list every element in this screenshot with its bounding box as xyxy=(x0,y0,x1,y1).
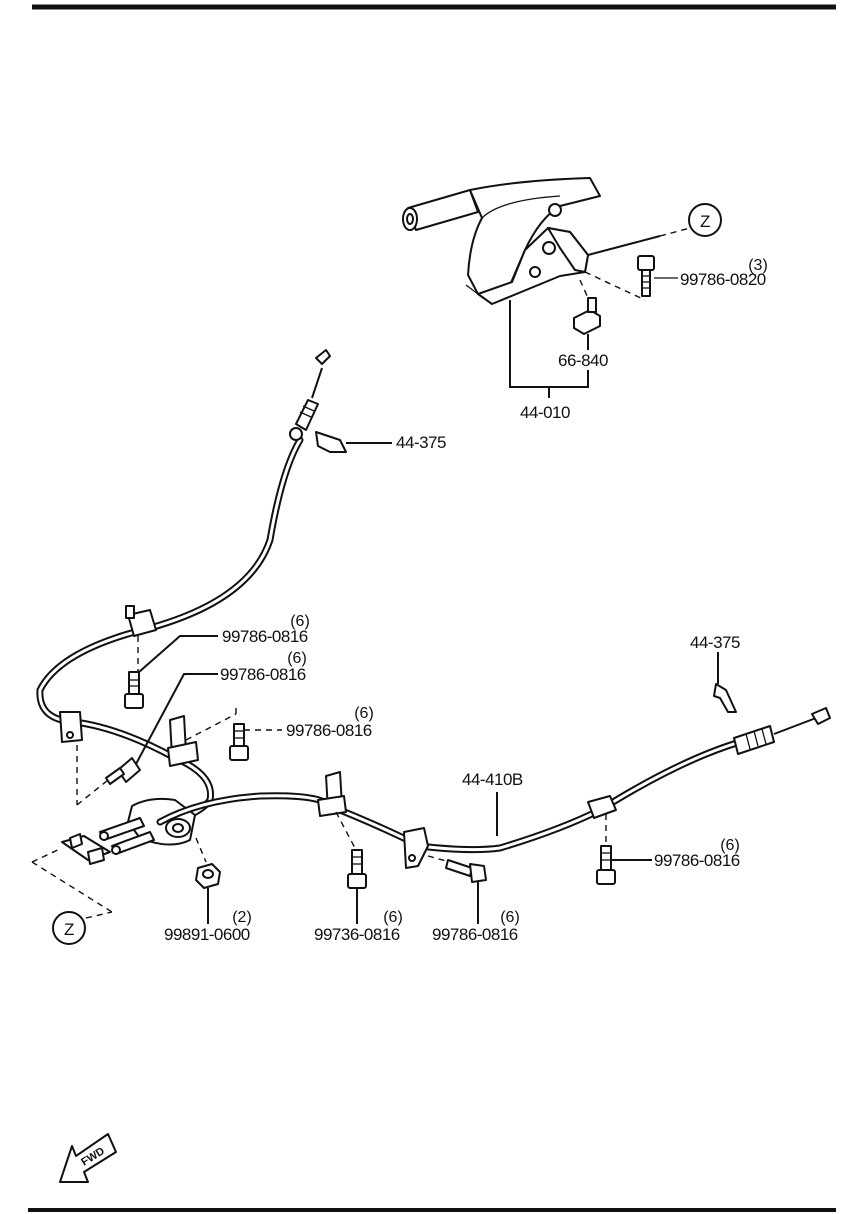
bolt-f xyxy=(596,845,652,885)
bolt-f-qty: (6) xyxy=(720,837,740,854)
lever-bolt-label: 99786-0820 xyxy=(680,270,766,289)
detail-z-label-bottom: Z xyxy=(64,920,74,939)
parking-brake-lever xyxy=(402,177,691,305)
bolt-d-label: 99736-0816 xyxy=(314,925,400,944)
lever-bolt xyxy=(584,255,678,301)
rear-clamp-center xyxy=(403,827,451,869)
bolt-e xyxy=(445,859,487,924)
front-clip-label: 44-375 xyxy=(396,433,446,452)
bolt-a-label: 99786-0816 xyxy=(222,627,308,646)
lever-bolt-qty: (3) xyxy=(748,257,768,274)
front-cable-clamp-lower xyxy=(59,711,109,806)
bolt-d-qty: (6) xyxy=(383,909,403,926)
lever-switch xyxy=(573,279,601,350)
forward-arrow-icon: FWD xyxy=(59,1133,117,1183)
bolt-a xyxy=(124,635,218,709)
bolt-b-label: 99786-0816 xyxy=(220,665,306,684)
bolt-c xyxy=(229,723,282,761)
bolt-b xyxy=(105,673,218,785)
rear-clamp-outer xyxy=(587,795,617,846)
rear-clip-label: 44-375 xyxy=(690,633,740,652)
detail-plate xyxy=(31,833,113,919)
bolt-e-label: 99786-0816 xyxy=(432,925,518,944)
detail-z-marker-top: Z xyxy=(688,203,722,237)
lever-assembly-label: 44-010 xyxy=(520,403,570,422)
lever-switch-label: 66-840 xyxy=(558,351,608,370)
rear-clip xyxy=(713,652,737,713)
detail-z-marker-bottom: Z xyxy=(52,911,86,945)
detail-z-label: Z xyxy=(700,212,710,231)
center-bracket xyxy=(167,705,237,767)
bolt-a-qty: (6) xyxy=(290,613,310,630)
lever-assembly-leader xyxy=(509,300,589,388)
nut-qty: (2) xyxy=(232,909,252,926)
nut-label: 99891-0600 xyxy=(164,925,250,944)
nut xyxy=(195,863,221,924)
bolt-d xyxy=(347,849,367,924)
bolt-e-qty: (6) xyxy=(500,909,520,926)
rear-cable-label: 44-410B xyxy=(462,770,523,789)
front-cable xyxy=(36,349,331,834)
front-cable-clamp-upper xyxy=(125,605,157,672)
bolt-b-qty: (6) xyxy=(287,650,307,667)
bolt-c-qty: (6) xyxy=(354,705,374,722)
mid-bracket xyxy=(317,771,357,851)
bolt-c-label: 99786-0816 xyxy=(286,721,372,740)
front-clip xyxy=(315,431,392,453)
bolt-f-label: 99786-0816 xyxy=(654,851,740,870)
